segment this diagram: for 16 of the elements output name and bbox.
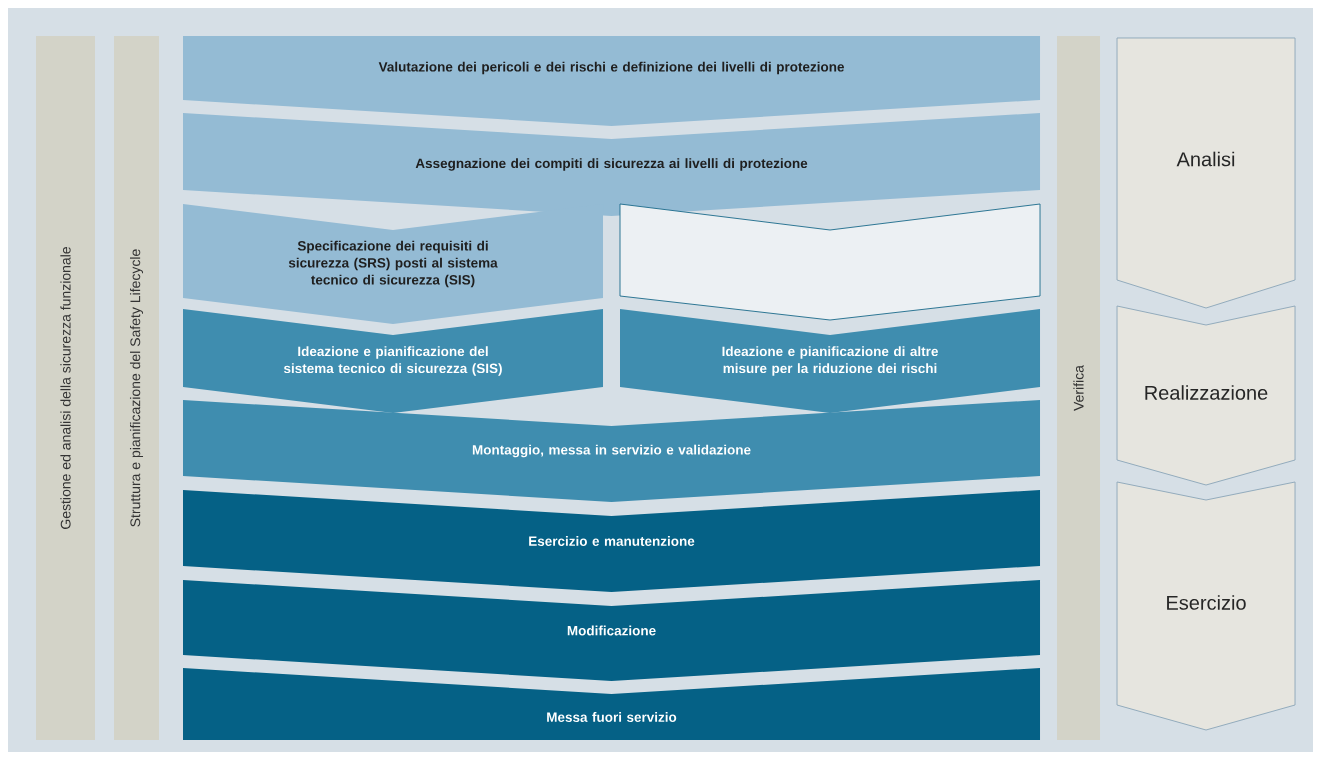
vertical-bar: Gestione ed analisi della sicurezza funzionale (36, 36, 95, 740)
step-band: Modificazione (183, 580, 1040, 681)
step-band: Valutazione dei pericoli e dei rischi e definizione dei livelli di protezione (183, 36, 1040, 126)
step-band: Ideazione e pianificazione del sistema tecnico di sicurezza (SIS) (183, 309, 603, 413)
phase-band: Analisi (1116, 37, 1296, 309)
step-band: Ideazione e pianificazione di altre misure per la riduzione dei rischi (620, 309, 1040, 413)
step-band: Messa fuori servizio (183, 668, 1040, 740)
vertical-bar: Verifica (1057, 36, 1100, 740)
step-band: Montaggio, messa in servizio e validazione (183, 400, 1040, 502)
step-band: Specificazione dei requisiti di sicurezza (SRS) posti al sistema tecnico di sicurezza (SIS) (183, 204, 603, 324)
step-band: Assegnazione dei compiti di sicurezza ai livelli di protezione (183, 113, 1040, 216)
phase-band: Realizzazione (1116, 305, 1296, 486)
phase-band: Esercizio (1116, 481, 1296, 731)
vertical-bar: Struttura e pianificazione del Safety Lifecycle (114, 36, 159, 740)
chevron-box (619, 203, 1041, 321)
step-band: Esercizio e manutenzione (183, 490, 1040, 592)
